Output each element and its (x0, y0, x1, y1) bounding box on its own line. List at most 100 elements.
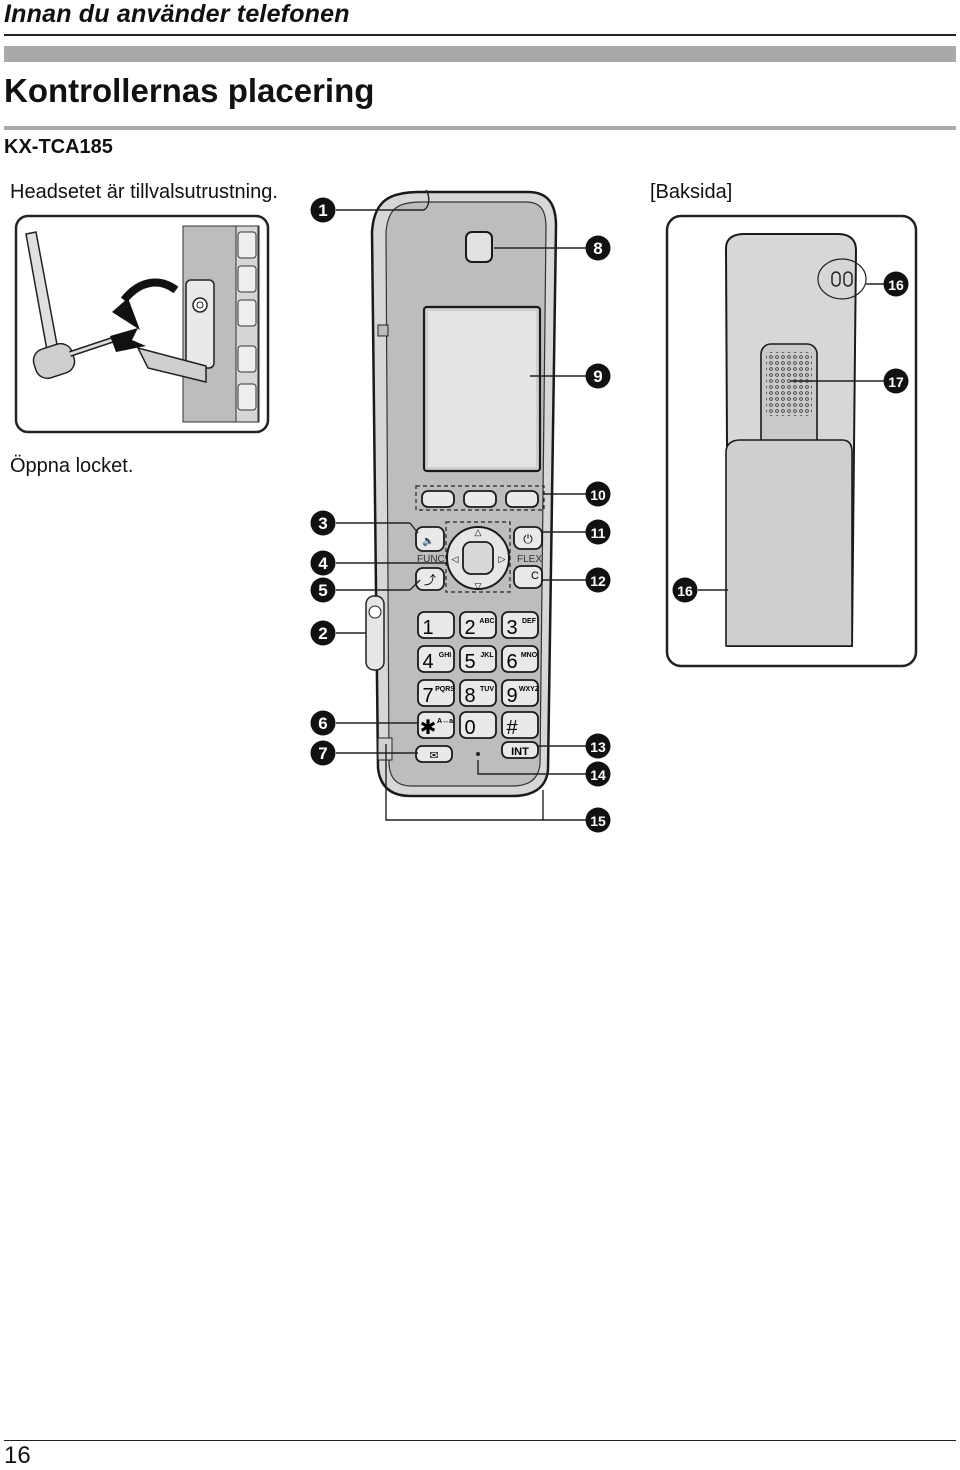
func-label: FUNC (417, 554, 445, 565)
section-title: Kontrollernas placering (4, 72, 375, 109)
callout-4: 4 (310, 550, 336, 576)
open-cover-note: Öppna locket. (10, 455, 134, 477)
key-letters: MNO (521, 652, 538, 659)
callout-number: 17 (888, 374, 904, 390)
svg-text:▽: ▽ (475, 581, 482, 591)
callout-7: 7 (310, 740, 336, 766)
callout-number: 12 (590, 573, 606, 589)
svg-text:🔈: 🔈 (422, 536, 434, 547)
callout-number: 1 (318, 201, 327, 220)
page-number: 16 (4, 1442, 31, 1469)
intercom-label: INT (511, 746, 529, 758)
callout-6: 6 (310, 710, 336, 736)
model-name: KX-TCA185 (4, 136, 113, 158)
talk-button[interactable] (415, 526, 445, 552)
callout-number: 9 (593, 367, 602, 386)
redial-button[interactable] (415, 567, 445, 591)
callout-9: 9 (585, 363, 611, 389)
back-inset (665, 214, 918, 668)
svg-text:◁: ◁ (452, 554, 459, 564)
keypad-key[interactable]: 4 GHI (417, 645, 455, 673)
keypad-key[interactable]: 1 (417, 611, 455, 639)
back-side-label: [Baksida] (650, 181, 733, 203)
callout-15: 15 (585, 807, 611, 833)
envelope-icon: ✉ (429, 750, 438, 762)
keypad-key[interactable]: 3 DEF (501, 611, 539, 639)
footer-rule (4, 1440, 956, 1441)
key-letters: JKL (480, 652, 494, 659)
key-letters: TUV (480, 686, 494, 693)
key-digit: 8 (464, 685, 475, 707)
microphone-hole (476, 752, 480, 756)
key-letters: A↔a (437, 718, 453, 725)
callout-number: 16 (677, 583, 693, 599)
intercom-button[interactable] (501, 741, 539, 759)
callout-number: 15 (590, 813, 606, 829)
callout-number: 13 (590, 739, 606, 755)
message-button[interactable] (415, 745, 453, 763)
callout-10: 10 (585, 481, 611, 507)
key-digit: 4 (422, 651, 433, 673)
keypad-key[interactable]: 0 (459, 711, 497, 739)
callout-13: 13 (585, 733, 611, 759)
callout-number: 14 (590, 767, 606, 783)
svg-text:▷: ▷ (499, 554, 506, 564)
callout-number: 11 (591, 525, 606, 541)
key-digit: # (506, 717, 518, 739)
key-digit: 7 (422, 685, 433, 707)
callout-8: 8 (585, 235, 611, 261)
callout-1: 1 (310, 197, 336, 223)
key-digit: 0 (464, 717, 475, 739)
headset-note: Headsetet är tillvalsutrustning. (10, 181, 278, 203)
leader-lines (336, 189, 884, 821)
key-digit: 1 (422, 617, 433, 639)
key-letters: GHI (439, 652, 452, 659)
callout-12: 12 (585, 567, 611, 593)
callout-number: 16 (888, 277, 904, 293)
chapter-title: Innan du använder telefonen (4, 0, 350, 28)
section-rule (4, 126, 956, 130)
clear-label: C (531, 570, 539, 582)
keypad-key[interactable]: 8 TUV (459, 679, 497, 707)
callout-number: 7 (318, 744, 327, 763)
svg-text:⏻: ⏻ (523, 532, 533, 546)
key-digit: 9 (506, 685, 517, 707)
keypad-key[interactable]: 2 ABC (459, 611, 497, 639)
callout-16: 16 (883, 271, 909, 297)
callout-number: 6 (318, 714, 327, 733)
callout-17: 17 (883, 368, 909, 394)
headset-inset (14, 214, 270, 434)
callout-11: 11 (585, 519, 611, 545)
keypad-key[interactable]: # (501, 711, 539, 739)
svg-text:△: △ (475, 527, 482, 537)
flex-label: FLEX (517, 554, 542, 565)
callout-number: 10 (590, 487, 606, 503)
svg-text:⤴: ⤴ (424, 572, 436, 587)
keypad-key[interactable]: ✱A↔a (417, 711, 455, 739)
key-letters: ABC (479, 618, 494, 625)
header-rule (4, 34, 956, 36)
key-letters: PQRS (435, 686, 455, 693)
key-digit: 3 (506, 617, 517, 639)
off-button[interactable] (513, 526, 543, 550)
callout-3: 3 (310, 510, 336, 536)
callout-number: 8 (593, 239, 602, 258)
handset-front: △ ▽ ◁ ▷ 🔈 FUNC ⤴ ⏻ FLEX C 1 2 ABC 3 DEF 4 GHI 5… (365, 190, 558, 798)
key-letters: WXYZ (519, 686, 540, 693)
key-digit: 6 (506, 651, 517, 673)
key-letters: DEF (522, 618, 537, 625)
clear-button[interactable] (513, 565, 543, 589)
callout-number: 3 (318, 514, 327, 533)
callout-5: 5 (310, 577, 336, 603)
callout-number: 4 (318, 554, 328, 573)
callout-number: 5 (318, 581, 327, 600)
callout-14: 14 (585, 761, 611, 787)
callout-number: 2 (318, 624, 327, 643)
key-digit: 2 (464, 617, 475, 639)
keypad-key[interactable]: 6 MNO (501, 645, 539, 673)
